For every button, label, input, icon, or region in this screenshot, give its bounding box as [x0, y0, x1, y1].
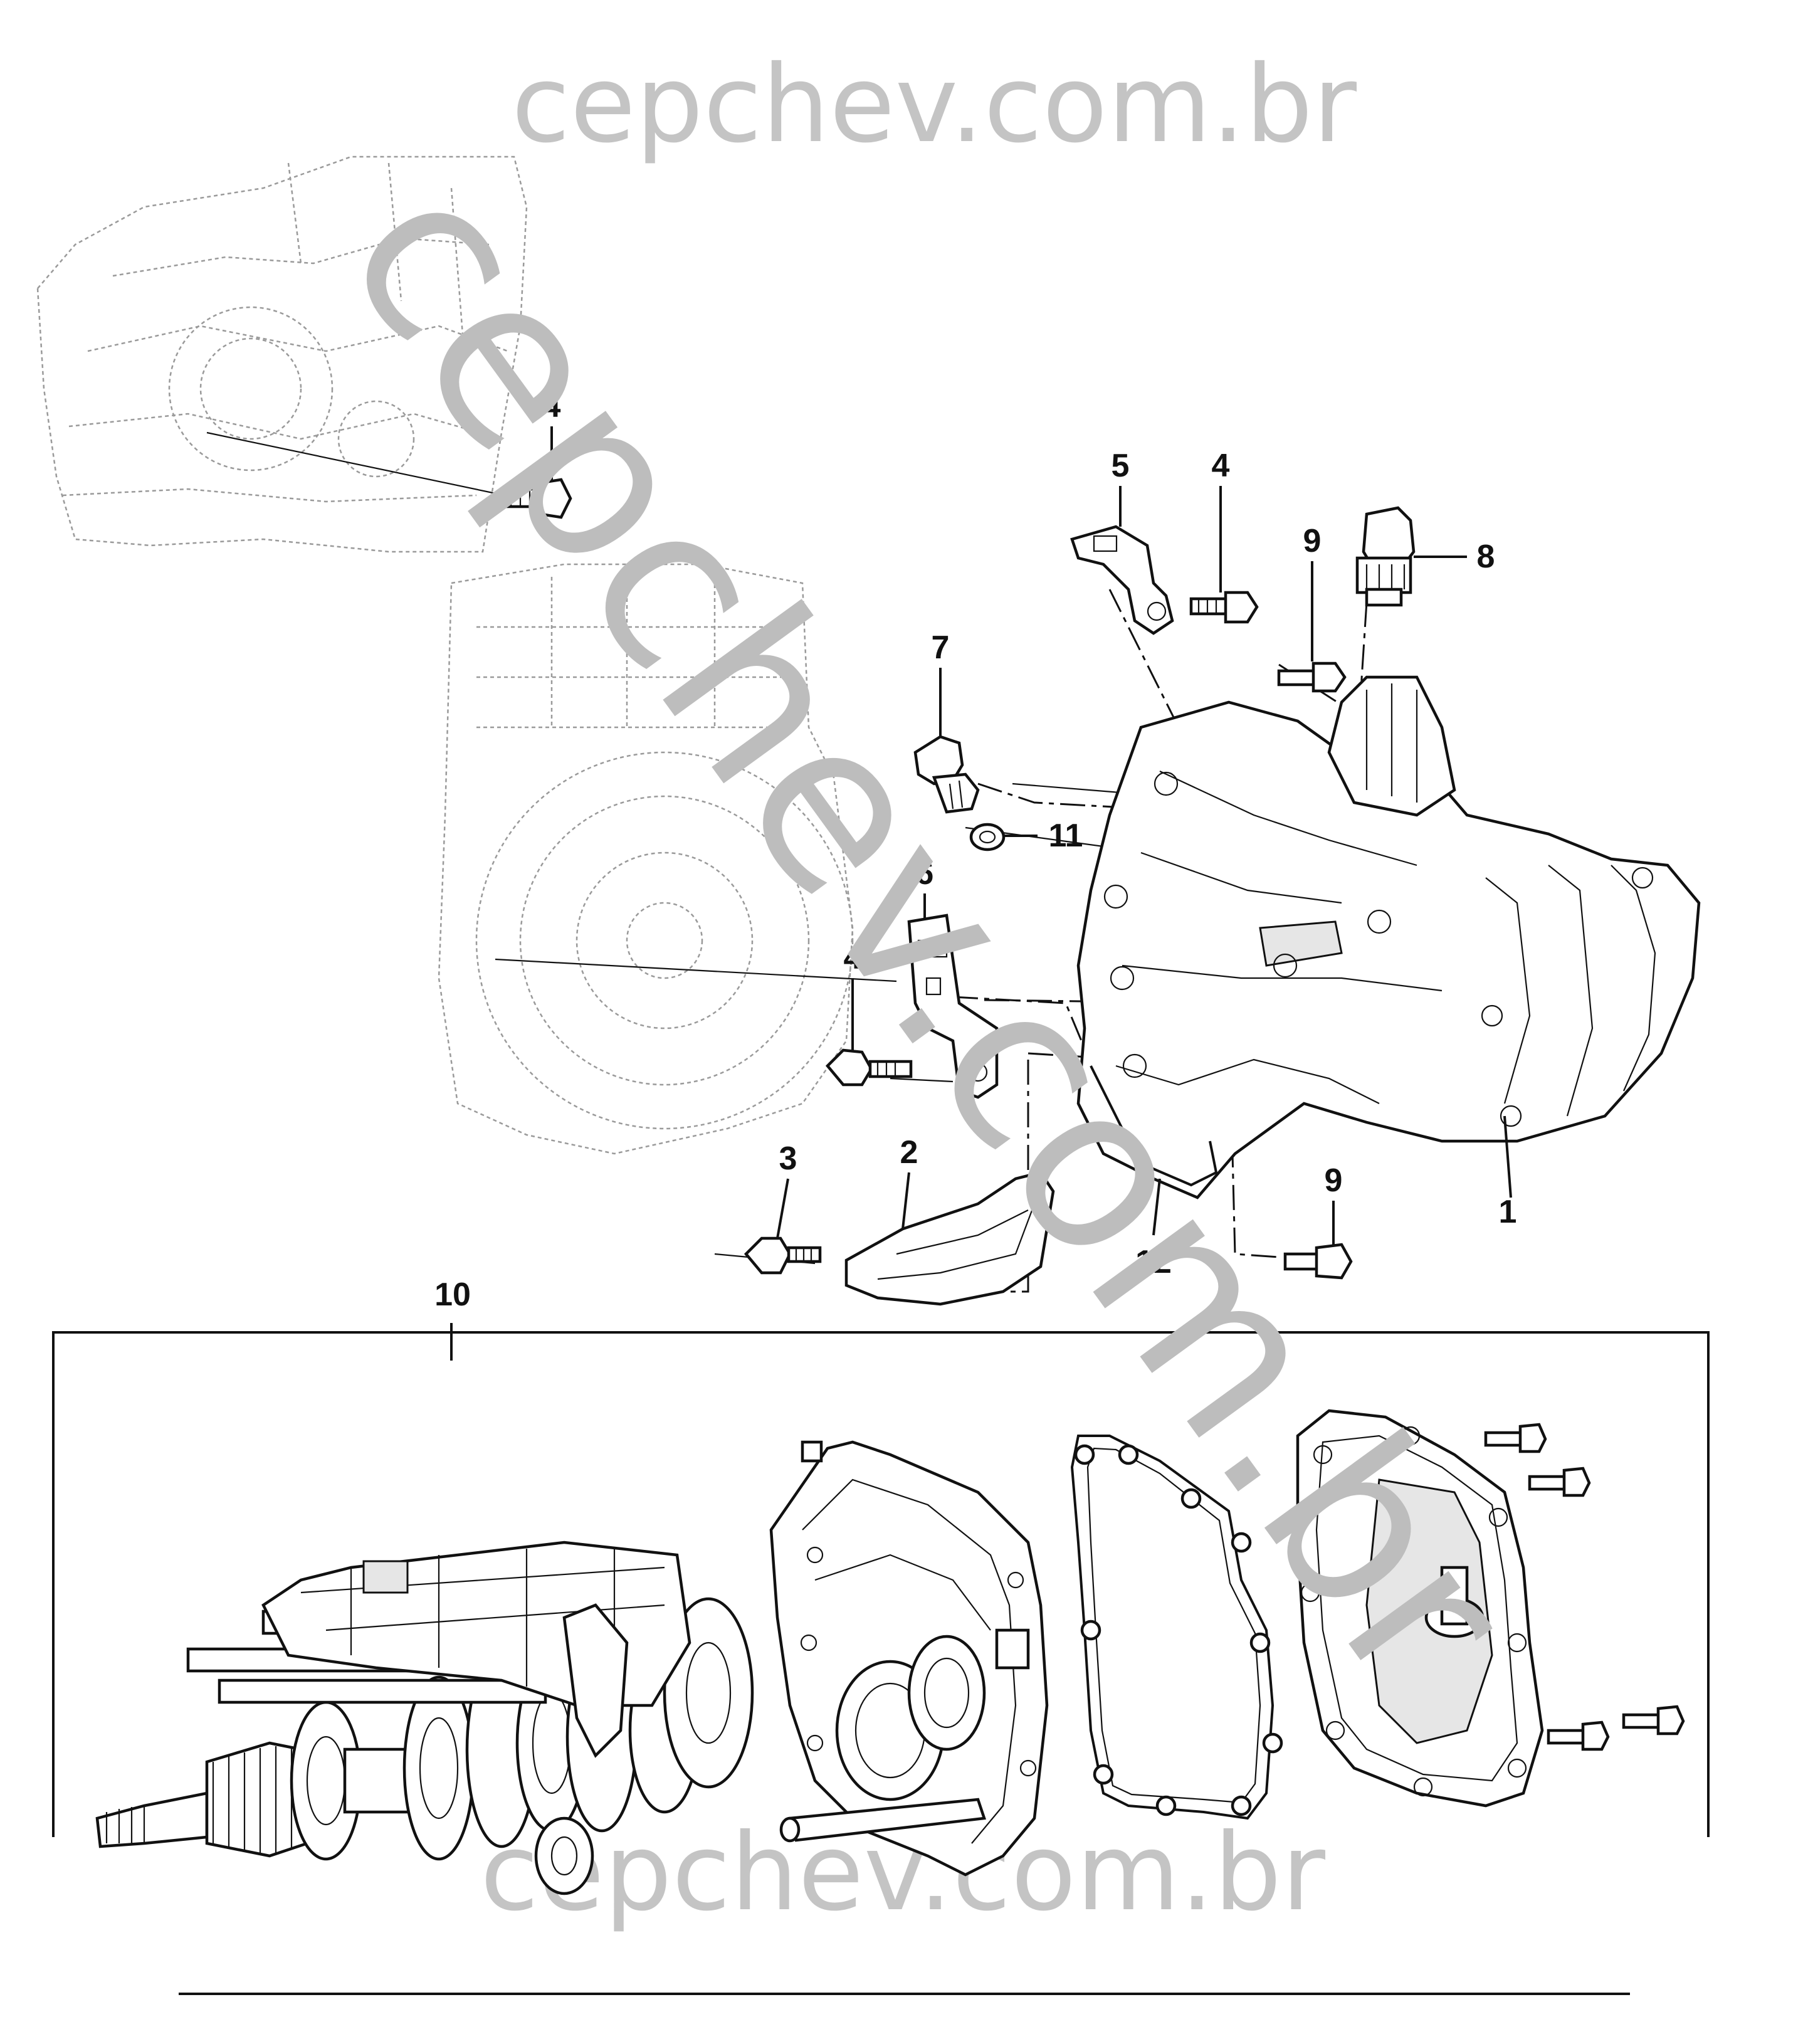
callout-9-upper: 9 — [1303, 523, 1322, 559]
gear-shaft-assembly — [95, 1541, 754, 1895]
intermediate-plate — [769, 1440, 1049, 1877]
bolt-4-upper-right — [1189, 591, 1259, 624]
bracket-5 — [1070, 525, 1174, 635]
splash-shield — [844, 1171, 1055, 1306]
bolt-9-upper — [1277, 661, 1347, 693]
callout-labels: 4 5 4 9 8 7 11 6 4 3 2 12 9 1 10 — [434, 388, 1516, 1313]
callout-9-lower: 9 — [1325, 1162, 1343, 1199]
kit-frame-10 — [52, 1323, 1710, 1837]
callout-1: 1 — [1499, 1194, 1517, 1230]
watermark-top: cepchev.com.br — [512, 43, 1357, 167]
washer-11-inner — [979, 830, 996, 844]
engine-block-ghost-center — [438, 563, 854, 1155]
callout-10: 10 — [434, 1277, 471, 1313]
callout-leader-12 — [1152, 1178, 1161, 1236]
engine-block-ghost-upper — [36, 155, 528, 553]
callout-4-upper-right: 4 — [1212, 448, 1230, 484]
callout-3: 3 — [779, 1141, 797, 1177]
bolt-3 — [744, 1236, 822, 1275]
bolt-4-center — [825, 1048, 913, 1087]
transmission-housing — [1076, 675, 1701, 1199]
end-cover-bolts — [1484, 1423, 1685, 1751]
callout-5: 5 — [1112, 448, 1130, 484]
gasket — [1070, 1435, 1283, 1820]
sensor-8 — [1355, 506, 1416, 607]
bracket-6 — [907, 914, 999, 1099]
washer-11 — [969, 823, 1006, 851]
callout-4-center: 4 — [844, 940, 862, 976]
callout-4-upper-left: 4 — [543, 388, 561, 424]
callout-12: 12 — [1135, 1244, 1172, 1280]
bolt-9-lower — [1283, 1243, 1353, 1280]
callout-7: 7 — [932, 630, 950, 666]
callout-2: 2 — [900, 1134, 918, 1171]
end-cover — [1296, 1409, 1544, 1808]
switch-7 — [913, 735, 980, 814]
callout-6: 6 — [916, 855, 934, 892]
lower-cover-strip — [1090, 1065, 1218, 1187]
callout-8: 8 — [1477, 539, 1495, 575]
bolt-4-upper-left — [500, 478, 572, 519]
callout-11: 11 — [1049, 818, 1083, 854]
